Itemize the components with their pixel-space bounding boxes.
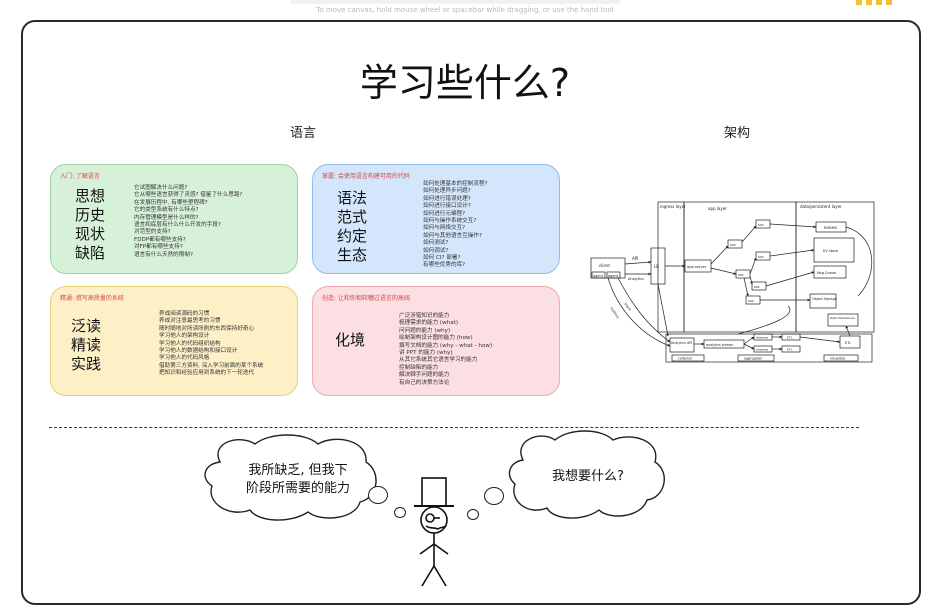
bubble-right-text: 我想要什么? [552,469,624,484]
card-master-keywords: 语法范式 约定生态 [337,189,368,264]
metrics-label: metrics [609,306,620,319]
agent-box-1 [591,271,606,279]
ingress-label: ingress layer [660,204,686,209]
thought-dot-right-1 [484,487,504,505]
object-storage-label: Object Storage [812,297,837,301]
card-intro[interactable]: 入门: 了解语言 思想历史 现状缺陷 它试图解决什么问题?它从哪些语言获得了灵感… [50,164,298,274]
lb-label: LB [654,264,659,269]
top-toolbar-edge [290,0,620,4]
card-create-keywords: 化境 [335,331,366,349]
card-intro-keywords: 思想历史 现状缺陷 [75,187,106,262]
svc-label-6: svc [748,299,754,303]
top-hat-icon [421,477,447,507]
svc-label-2: svc [758,223,764,227]
data-warehouse-box [827,313,859,327]
section-divider [49,427,859,428]
card-intro-tag: 入门: 了解语言 [60,173,100,180]
card-create-list: 广泛涉猎知识的能力梳理需求的能力 (what) 问问题的能力 (why)绘制架构… [399,313,493,386]
trace-label: trace [623,302,632,312]
agent-label-2: agent [608,274,619,278]
client-label: client [599,263,610,268]
thought-dot-left-2 [394,507,406,518]
app-server-label: app server [687,265,707,269]
kv-store-label: KV store [823,249,839,253]
bubble-left-text: 我所缺乏, 但我下 阶段所需要的能力 [245,463,350,496]
rdbms-label: RDBMS [824,226,838,230]
data-warehouse-label: Data Warehouse [830,316,855,320]
card-master-tag: 掌握: 会使用语言构建可用的代码 [322,173,410,180]
thought-bubble-left[interactable]: 我所缺乏, 但我下 阶段所需要的能力 [200,432,400,522]
canvas-hint: To move canvas, hold mouse wheel or spac… [316,6,614,14]
streams-label-2: streams [756,348,769,352]
page-title: 学习些什么? [359,61,571,105]
svc-box-1 [727,239,743,249]
agent-box-2 [606,271,621,279]
aggregator-label: aggregator [744,357,763,361]
card-master[interactable]: 掌握: 会使用语言构建可用的代码 语法范式 约定生态 如何处理基本的控制流程?如… [312,164,560,274]
thought-dot-left-1 [368,486,388,504]
card-create[interactable]: 创造: 让和你相较糟过语言的高阔 化境 广泛涉猎知识的能力梳理需求的能力 (wh… [312,286,560,396]
svc-label-5: svc [754,285,760,289]
msg-queue-label: Msg Queue [817,271,836,275]
analytics-api-label: Analytics API [671,341,692,345]
app-layer-label: app layer [708,206,727,211]
brand-dots [856,0,896,5]
agent-label-1: agent [593,274,604,278]
architecture-diagram[interactable]: ingress layer app layer data/persistent … [588,196,878,364]
card-proficient-keywords: 泛读精读 实践 [71,317,102,373]
etl-label-1: ETL [787,336,793,340]
etl-label-2: ETL [787,348,793,352]
card-proficient[interactable]: 精通: 撰写高质量的系统 泛读精读 实践 养成阅读源码的习惯养成对注意最思考的习… [50,286,298,396]
aggregator-box [737,354,775,362]
thought-bubble-right[interactable]: 我想要什么? [505,428,671,520]
collector-label: collector [678,357,693,361]
streams-label-1: streams [756,336,769,340]
analytics-stream-label: analytics stream [706,343,733,347]
svc-label-3: svc [758,255,764,259]
card-proficient-tag: 精通: 撰写高质量的系统 [60,295,124,302]
api-label: API [632,256,638,261]
card-create-tag: 创造: 让和你相较糟过语言的高阔 [322,295,410,302]
analytics-edge-label: Analytics [628,277,644,281]
etl-main-label: ETL [845,341,851,345]
card-proficient-list: 养成阅读源码的习惯养成对注意最思考的习惯 随时随地对所读所刷的东西保持好奇心学习… [159,311,264,377]
card-intro-list: 它试图解决什么问题?它从哪些语言获得了灵感? 借鉴了什么思路? 在发展历程中, … [134,185,243,258]
section-language: 语言 [290,126,317,141]
thought-dot-right-2 [467,509,479,520]
card-master-list: 如何处理基本的控制流程?如何处理异步问题? 如何进行错误处理?如何进行接口设计?… [423,181,488,269]
slide-frame[interactable] [21,20,921,605]
visualizer-label: visualizer [830,357,846,361]
data-layer-box [795,201,875,333]
visualizer-box [823,354,859,362]
section-architecture: 架构 [724,126,751,141]
stick-figure [404,474,464,590]
collector-box [671,354,705,362]
svc-label-1: svc [730,243,736,247]
ingress-layer-box [657,201,685,333]
svc-label-4: svc [738,273,744,277]
data-layer-label: data/persistent layer [800,204,842,209]
